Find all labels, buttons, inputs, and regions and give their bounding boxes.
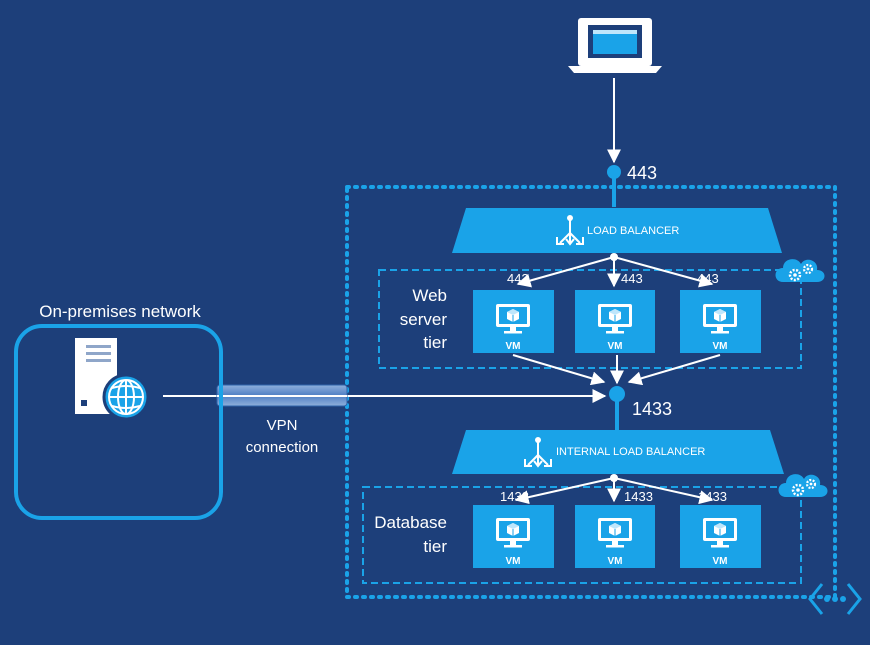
web-vm1-port: 443: [507, 271, 529, 286]
cloud-service-icon: [774, 257, 826, 284]
web-tier-label: Web server tier: [400, 286, 448, 352]
laptop-icon: [568, 18, 662, 73]
db-port-label: 1433: [632, 399, 672, 419]
internal-load-balancer: INTERNAL LOAD BALANCER: [452, 430, 784, 474]
client-port-label: 443: [627, 163, 657, 183]
web-tier-label-line2: server: [400, 310, 448, 329]
web-vm-2-label: VM: [608, 341, 623, 352]
web-vm-3: VM: [680, 290, 761, 353]
db-tier-label-line1: Database: [374, 513, 447, 532]
internal-lb-label: INTERNAL LOAD BALANCER: [556, 446, 705, 458]
load-balancer: LOAD BALANCER: [452, 208, 782, 253]
db-tier-label-line2: tier: [423, 537, 447, 556]
db-vm3-port: 1433: [698, 489, 727, 504]
web-fanout-arrows: [516, 256, 714, 288]
virtual-network-icon: [808, 583, 862, 615]
web-to-db-arrows: [512, 354, 721, 386]
web-vm2-port: 443: [621, 271, 643, 286]
globe-icon: [102, 373, 150, 421]
db-vm-1: VM: [473, 505, 554, 568]
load-balancer-label: LOAD BALANCER: [587, 225, 679, 237]
onprem-boundary: [14, 324, 223, 520]
cloud-service-icon: [777, 472, 829, 499]
web-tier-label-line3: tier: [423, 333, 447, 352]
web-vm-2: VM: [575, 290, 655, 353]
port-1433-connector: [609, 386, 625, 402]
db-vm-3-label: VM: [713, 556, 728, 567]
db-vm1-port: 1433: [500, 489, 529, 504]
web-vm-1-label: VM: [506, 341, 521, 352]
web-vm3-port: 443: [697, 271, 719, 286]
db-vm-1-label: VM: [506, 556, 521, 567]
web-tier-label-line1: Web: [412, 286, 447, 305]
db-vm2-port: 1433: [624, 489, 653, 504]
web-vm-3-label: VM: [713, 341, 728, 352]
db-vm-2: VM: [575, 505, 655, 568]
web-vm-1: VM: [473, 290, 554, 353]
db-vm-3: VM: [680, 505, 761, 568]
db-vm-2-label: VM: [608, 556, 623, 567]
vpn-label-line2: connection: [246, 439, 319, 456]
db-fanout-arrows: [514, 477, 714, 505]
web-tier-boundary: [378, 269, 802, 369]
db-tier-boundary: [362, 486, 802, 584]
onprem-title: On-premises network: [39, 302, 201, 321]
port-443-connector: [607, 165, 621, 179]
vpn-label-line1: VPN: [267, 417, 298, 434]
